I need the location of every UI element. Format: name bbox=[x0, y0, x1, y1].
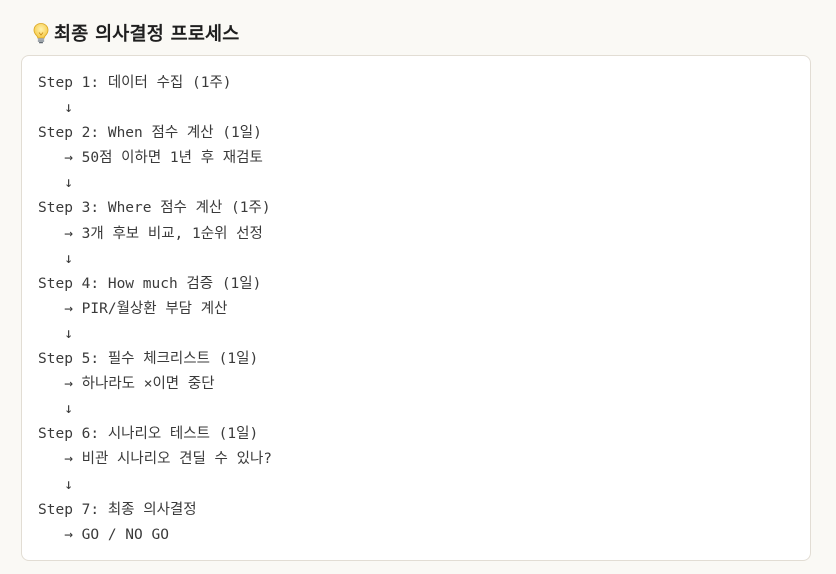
code-block[interactable]: Step 1: 데이터 수집 (1주) ↓ Step 2: When 점수 계산 … bbox=[21, 55, 811, 561]
section-title: 최종 의사결정 프로세스 bbox=[54, 24, 240, 45]
code-line: Step 4: How much 검증 (1일) bbox=[38, 275, 262, 292]
code-line: ↓ bbox=[38, 325, 73, 342]
code-lines: Step 1: 데이터 수집 (1주) ↓ Step 2: When 점수 계산 … bbox=[38, 71, 272, 548]
code-line: Step 1: 데이터 수집 (1주) bbox=[38, 75, 232, 91]
code-line: Step 2: When 점수 계산 (1일) bbox=[38, 125, 262, 142]
code-line: Step 7: 최종 의사결정 bbox=[38, 501, 197, 518]
code-line: Step 5: 필수 체크리스트 (1일) bbox=[38, 351, 259, 368]
lightbulb-icon bbox=[32, 22, 50, 44]
code-line: → 하나라도 ×이면 중단 bbox=[38, 376, 215, 393]
code-line: → 50점 이하면 1년 후 재검토 bbox=[38, 150, 263, 167]
code-line: ↓ bbox=[38, 100, 73, 117]
code-line: ↓ bbox=[38, 175, 73, 192]
code-line: ↓ bbox=[38, 476, 73, 493]
code-line: Step 6: 시나리오 테스트 (1일) bbox=[38, 426, 259, 443]
code-line: Step 3: Where 점수 계산 (1주) bbox=[38, 200, 271, 217]
code-line: → GO / NO GO bbox=[38, 526, 169, 543]
code-line: → PIR/월상환 부담 계산 bbox=[38, 300, 228, 317]
code-line: → 비관 시나리오 견딜 수 있나? bbox=[38, 451, 273, 468]
code-line: → 3개 후보 비교, 1순위 선정 bbox=[38, 225, 263, 242]
code-line: ↓ bbox=[38, 401, 73, 418]
section-heading: 최종 의사결정 프로세스 bbox=[32, 20, 239, 46]
code-line: ↓ bbox=[38, 250, 73, 267]
